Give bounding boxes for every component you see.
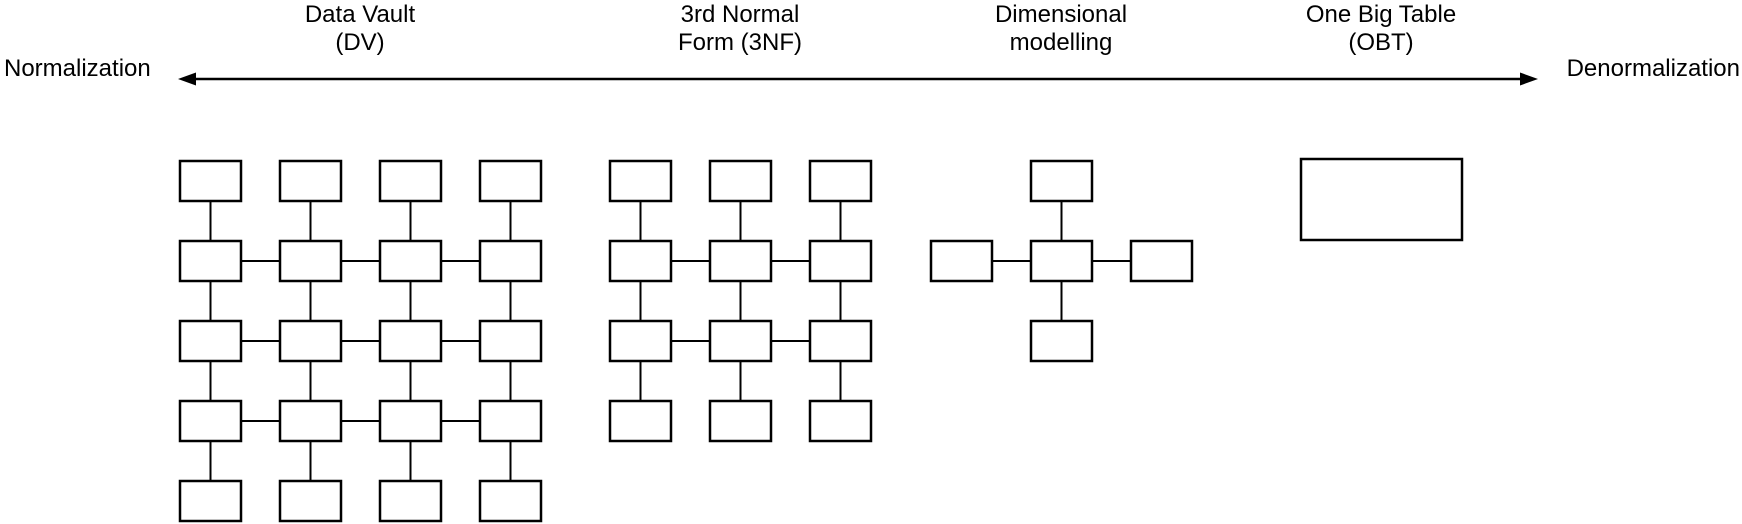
approach-label-data-vault: Data Vault(DV) <box>305 1 415 57</box>
approach-label-line2: modelling <box>1009 29 1113 56</box>
entity-box <box>708 159 773 203</box>
third-normal-form-diagram <box>608 159 873 443</box>
entity-box <box>929 239 994 283</box>
entity-box <box>808 319 873 363</box>
entity-box <box>708 319 773 363</box>
approach-label-line1: Data Vault <box>304 1 416 28</box>
entity-box <box>478 479 543 523</box>
entity-box <box>1029 239 1094 283</box>
entity-box <box>178 319 243 363</box>
entity-box <box>178 399 243 443</box>
entity-box <box>478 239 543 283</box>
entity-box <box>708 239 773 283</box>
approach-label-line1: 3rd Normal <box>680 1 800 28</box>
approach-label-line1: Dimensional <box>994 1 1128 28</box>
normalization-spectrum-arrow <box>178 72 1538 86</box>
normalization-label: Normalization <box>4 55 151 82</box>
denormalization-label: Denormalization <box>1566 55 1740 82</box>
arrowhead-right-icon <box>1520 72 1538 86</box>
dimensional-modelling-diagram <box>929 159 1194 363</box>
approach-label-line1: One Big Table <box>1305 1 1457 28</box>
entity-box <box>608 319 673 363</box>
approach-label-line2: (DV) <box>335 29 385 56</box>
arrowhead-left-icon <box>178 72 196 86</box>
entity-box <box>478 159 543 203</box>
entity-box <box>378 479 443 523</box>
entity-box <box>378 319 443 363</box>
approach-label-one-big-table: One Big Table(OBT) <box>1306 1 1456 57</box>
entity-box <box>708 399 773 443</box>
entity-box <box>1029 159 1094 203</box>
entity-box <box>1129 239 1194 283</box>
entity-box <box>278 399 343 443</box>
entity-box <box>178 239 243 283</box>
entity-box <box>278 319 343 363</box>
data-vault-diagram <box>178 159 543 523</box>
one-big-table-diagram <box>1299 157 1464 242</box>
entity-box <box>378 159 443 203</box>
entity-box <box>608 399 673 443</box>
entity-box <box>1029 319 1094 363</box>
entity-box <box>478 319 543 363</box>
entity-box <box>278 159 343 203</box>
approach-label-line2: (OBT) <box>1348 29 1414 56</box>
approach-label-line2: Form (3NF) <box>678 29 802 56</box>
entity-box <box>808 159 873 203</box>
entity-box <box>608 159 673 203</box>
entity-box <box>378 399 443 443</box>
entity-box <box>608 239 673 283</box>
entity-box <box>1299 157 1464 242</box>
entity-box <box>378 239 443 283</box>
entity-box <box>478 399 543 443</box>
entity-box <box>278 239 343 283</box>
entity-box <box>178 479 243 523</box>
entity-box <box>278 479 343 523</box>
entity-box <box>808 239 873 283</box>
entity-box <box>178 159 243 203</box>
entity-box <box>808 399 873 443</box>
